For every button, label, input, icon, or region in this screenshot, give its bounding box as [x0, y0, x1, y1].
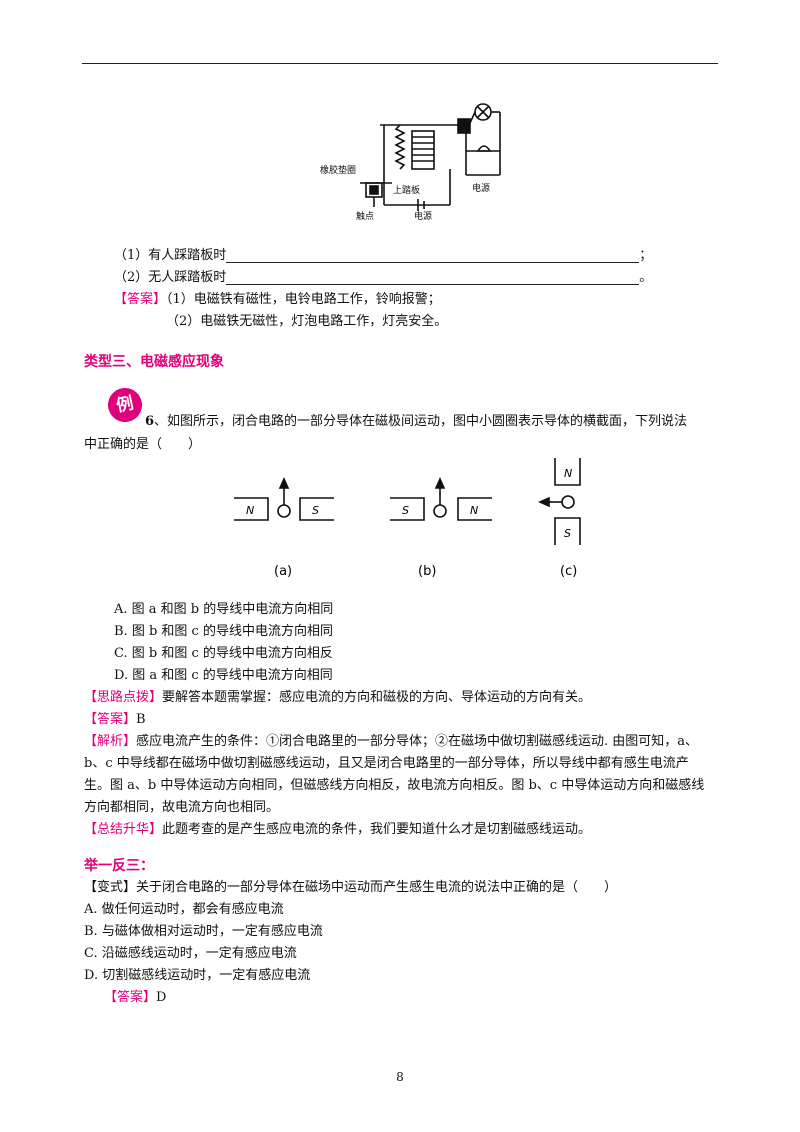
hint-text: 要解答本题需掌握：感应电流的方向和磁极的方向、导体运动的方向有关。 — [162, 690, 592, 705]
practice-answer-tag: 【答案】 — [104, 990, 157, 1005]
analysis-line-1: 【解析】感应电流产生的条件：①闭合电路里的一部分导体；②在磁场中做切割磁感线运动… — [84, 732, 698, 752]
fill-line-2-prefix: （2）无人踩踏板时 — [114, 270, 227, 285]
practice-stem: 【变式】关于闭合电路的一部分导体在磁场中运动而产生感生电流的说法中正确的是（ ） — [84, 880, 618, 895]
analysis-text-1: 感应电流产生的条件：①闭合电路里的一部分导体；②在磁场中做切割磁感线运动. 由图… — [136, 734, 699, 749]
circuit-label-power-right: 电源 — [472, 182, 490, 194]
example-badge-icon: 例 — [104, 384, 146, 426]
practice-answer-text: D — [156, 990, 167, 1005]
option-c[interactable]: C. 图 b 和图 c 的导线中电流方向相反 — [114, 646, 333, 661]
fill-line-1-prefix: （1）有人踩踏板时 — [114, 248, 227, 263]
analysis-text-4: 方向都相同，故电流方向也相同。 — [84, 800, 280, 815]
hint-tag: 【思路点拨】 — [84, 690, 163, 705]
fig-c-top-pole: N — [564, 467, 572, 480]
fig-b-left-pole: S — [402, 504, 409, 517]
practice-option-a[interactable]: A. 做任何运动时，都会有感应电流 — [84, 902, 284, 917]
answer-text: B — [136, 712, 146, 727]
induction-figures: N S S N N S (a) (b) (c) — [234, 458, 581, 579]
practice-option-b[interactable]: B. 与磁体做相对运动时，一定有感应电流 — [84, 924, 323, 939]
option-a[interactable]: A. 图 a 和图 b 的导线中电流方向相同 — [114, 602, 334, 617]
analysis-tag: 【解析】 — [84, 734, 137, 749]
fill-answer-text-2: （2）电磁铁无磁性，灯泡电路工作，灯亮安全。 — [166, 314, 448, 329]
section-heading: 类型三、电磁感应现象 — [84, 354, 224, 370]
circuit-label-board: 上踏板 — [393, 184, 420, 196]
example-stem-line-2: 中正确的是（ ） — [84, 437, 202, 452]
fig-a-right-pole: S — [312, 504, 319, 517]
circuit-label-contact: 触点 — [356, 210, 374, 222]
fig-a-caption: (a) — [274, 564, 292, 579]
example-stem-line-1: 6、如图所示，闭合电路的一部分导体在磁极间运动，图中小圆圈表示导体的横截面，下列… — [145, 412, 687, 432]
example-number: 6 — [145, 414, 155, 429]
fig-a-left-pole: N — [246, 504, 254, 517]
circuit-label-power-bottom: 电源 — [414, 210, 432, 222]
analysis-text-3: 生。图 a、b 中导体运动方向相同，但磁感线方向相反，故电流方向相反。图 b、c… — [84, 778, 705, 793]
fill-line-1-end: ； — [639, 248, 653, 263]
alarm-circuit-diagram: 橡胶垫圈 上踏板 触点 电源 电源 — [320, 103, 501, 222]
hint-line: 【思路点拨】要解答本题需掌握：感应电流的方向和磁极的方向、导体运动的方向有关。 — [84, 688, 591, 708]
option-b[interactable]: B. 图 b 和图 c 的导线中电流方向相同 — [114, 624, 333, 639]
option-d[interactable]: D. 图 a 和图 c 的导线中电流方向相同 — [114, 668, 333, 683]
summary-line: 【总结升华】此题考查的是产生感应电流的条件，我们要知道什么才是切割磁感线运动。 — [84, 820, 591, 840]
fill-line-2-end: 。 — [639, 270, 653, 285]
practice-option-d[interactable]: D. 切割磁感线运动时，一定有感应电流 — [84, 968, 311, 983]
practice-title: 举一反三： — [84, 858, 154, 874]
fill-line-1: （1）有人踩踏板时 ； — [114, 246, 652, 266]
fig-c-caption: (c) — [560, 564, 577, 579]
fill-line-2: （2）无人踩踏板时 。 — [114, 268, 652, 288]
page-number: 8 — [396, 1070, 404, 1084]
practice-answer-line: 【答案】D — [104, 988, 166, 1008]
summary-tag: 【总结升华】 — [84, 822, 163, 837]
summary-text: 此题考查的是产生感应电流的条件，我们要知道什么才是切割磁感线运动。 — [162, 822, 592, 837]
answer-line: 【答案】B — [84, 710, 146, 730]
header-rule — [82, 63, 718, 64]
fig-b-right-pole: N — [470, 504, 478, 517]
fig-b-caption: (b) — [418, 564, 436, 579]
example-badge-label: 例 — [114, 393, 136, 417]
fill-blank-2[interactable] — [226, 270, 640, 285]
fig-c-bottom-pole: S — [564, 527, 571, 540]
analysis-text-2: b、c 中导线都在磁场中做切割磁感线运动，且又是闭合电路里的一部分导体，所以导线… — [84, 756, 689, 771]
practice-option-c[interactable]: C. 沿磁感线运动时，一定有感应电流 — [84, 946, 297, 961]
fill-blank-1[interactable] — [226, 248, 640, 263]
fill-answer-line-1: 【答案】（1）电磁铁有磁性，电铃电路工作，铃响报警； — [114, 290, 441, 310]
example-stem-text-1: 、如图所示，闭合电路的一部分导体在磁极间运动，图中小圆圈表示导体的横截面，下列说… — [154, 414, 688, 429]
circuit-label-pad: 橡胶垫圈 — [320, 164, 356, 176]
fill-answer-text-1: （1）电磁铁有磁性，电铃电路工作，铃响报警； — [166, 292, 441, 307]
answer-tag: 【答案】 — [84, 712, 137, 727]
fill-answer-tag: 【答案】 — [114, 292, 167, 307]
